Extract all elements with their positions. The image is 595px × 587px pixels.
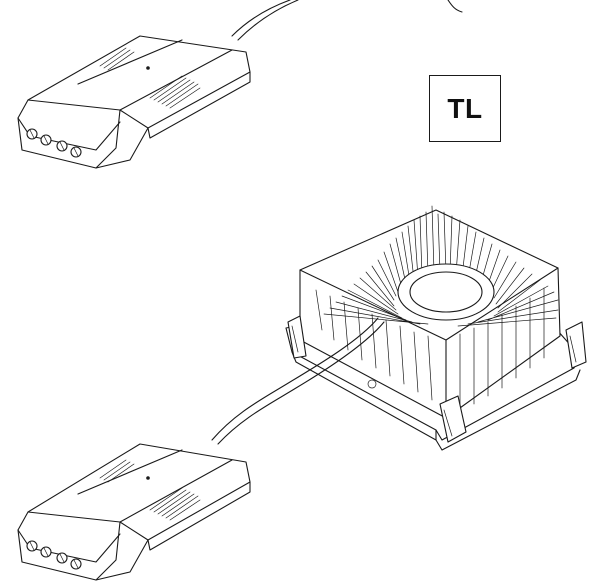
top-connectors [26, 128, 82, 158]
tl-badge-label: TL [447, 92, 483, 124]
heatsink-luminaire [285, 205, 587, 451]
top-driver-unit [17, 0, 463, 169]
tl-badge: TL [429, 75, 501, 142]
connection-cable [211, 317, 385, 445]
bottom-driver-unit [17, 443, 251, 581]
top-vent-ribs [99, 47, 201, 109]
cooling-fins [315, 205, 559, 413]
bottom-connectors [26, 540, 82, 570]
bottom-vent-ribs [99, 459, 201, 521]
